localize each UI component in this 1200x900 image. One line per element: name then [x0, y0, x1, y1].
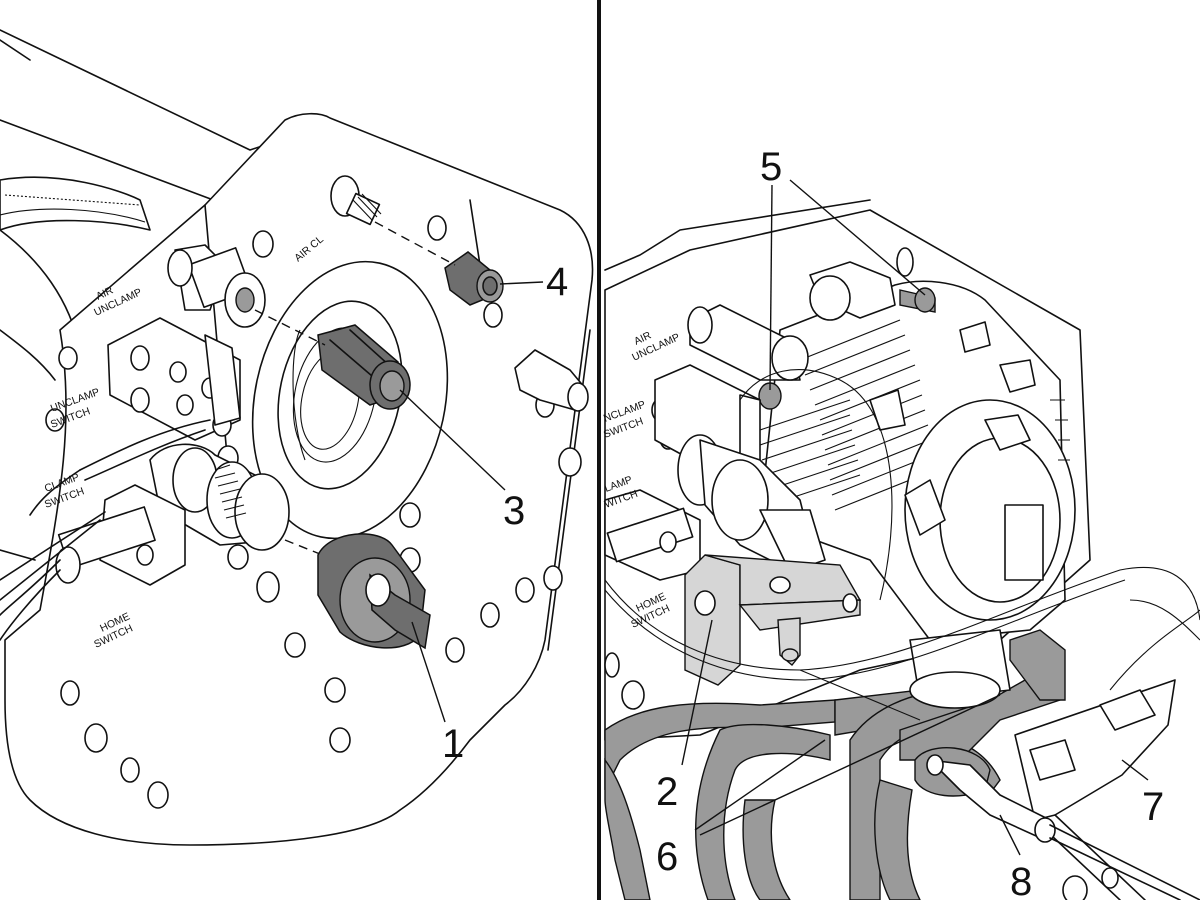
callout-6: 6: [656, 835, 678, 879]
dashed-line-1: [284, 539, 336, 561]
dashed-line-4: [374, 221, 456, 266]
leader-2: [681, 619, 713, 766]
plug-part-4: [444, 251, 504, 306]
leader-6b: [699, 694, 1001, 836]
leader-4: [499, 281, 544, 285]
leader-8: [999, 814, 1021, 856]
air-unclamp-fitting: [167, 244, 266, 328]
elbow-fitting: [677, 434, 826, 573]
panel-divider: [597, 0, 601, 900]
callout-1: 1: [442, 722, 464, 766]
gear-ring: [0, 176, 151, 381]
coupler-part-3: [317, 324, 411, 410]
mounting-holes: [45, 215, 582, 809]
leader-6a: [694, 739, 826, 831]
bracket-part-7: [1014, 679, 1176, 900]
motor-connector: [909, 629, 1011, 709]
leader-3: [399, 389, 506, 491]
threaded-fitting: [149, 443, 290, 551]
clip-part-5: [758, 287, 936, 410]
callout-8: 8: [1010, 860, 1032, 900]
leader-5a: [769, 184, 773, 391]
switch-block-part-2: [684, 554, 862, 686]
clamp-switch-right: [604, 489, 701, 581]
dashed-line-3: [254, 309, 326, 346]
leader-1: [411, 621, 446, 723]
air-clamp-fitting: [330, 175, 382, 226]
callout-4: 4: [546, 260, 568, 304]
clamp-switch: [0, 484, 186, 641]
leader-7: [1121, 759, 1149, 781]
cable-part-8: [926, 754, 1200, 900]
callout-2: 2: [656, 770, 678, 814]
spare-plug: [514, 349, 589, 412]
motor: [759, 280, 1076, 641]
right-panel: AIR UNCLAMP NCLAMP SWITCH LAMP WITCH HOM…: [602, 145, 1200, 900]
leader-5b: [789, 179, 926, 296]
unclamp-switch-bracket: [107, 317, 241, 471]
left-panel: AIR UNCLAMP AIR CL UNCLAMP SWITCH CLAMP …: [0, 29, 594, 846]
cable-runs: [29, 419, 211, 516]
callout-3: 3: [503, 489, 525, 533]
callout-5: 5: [760, 145, 782, 189]
callout-7: 7: [1142, 785, 1164, 829]
